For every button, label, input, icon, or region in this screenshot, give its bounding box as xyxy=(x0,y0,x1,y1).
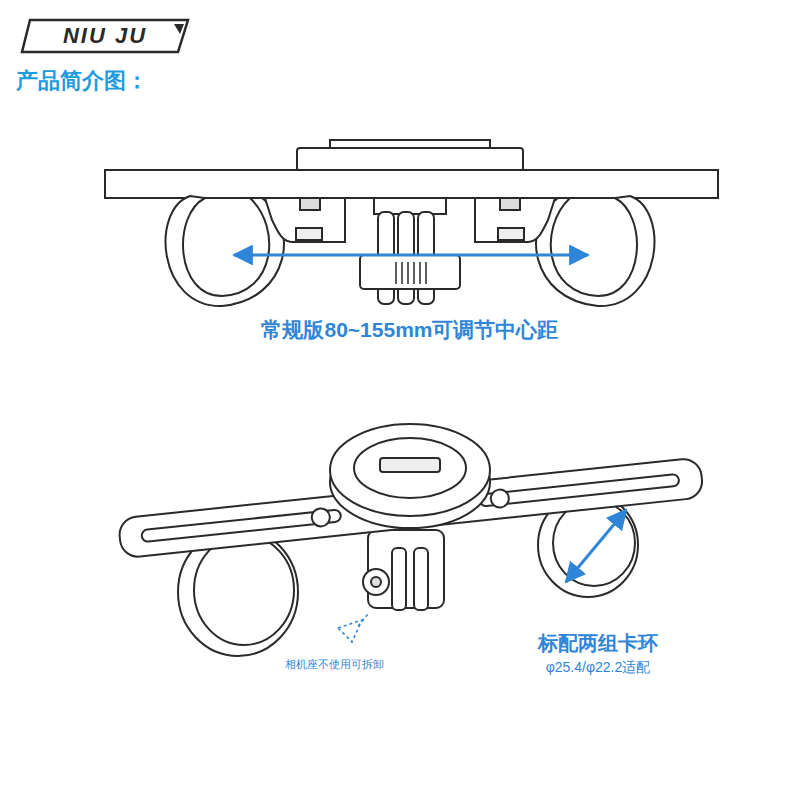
prong xyxy=(392,548,406,610)
screw xyxy=(490,489,510,509)
logo-outline xyxy=(22,20,188,52)
slot xyxy=(141,509,341,542)
screw xyxy=(300,198,320,210)
front-view xyxy=(105,140,718,306)
arm-plate xyxy=(105,170,718,198)
screw xyxy=(500,198,520,210)
logo-box: NIU JU xyxy=(20,18,190,54)
screw-socket xyxy=(371,577,381,587)
mount-top xyxy=(330,424,490,516)
right-clamp xyxy=(475,196,654,306)
spacing-label: 常规版80~155mm可调节中心距 xyxy=(259,316,560,344)
camera-mount xyxy=(360,198,460,304)
slot xyxy=(479,474,679,507)
clamp-ring-inner xyxy=(553,500,635,586)
nut xyxy=(296,228,322,240)
logo-mark xyxy=(174,24,184,34)
top-block xyxy=(297,148,523,171)
spacing-arrow xyxy=(234,254,588,257)
mount-recess xyxy=(354,438,466,498)
screw xyxy=(311,507,331,527)
note-label: 相机座不使用可拆卸 xyxy=(283,657,386,672)
clamp-ring xyxy=(166,196,284,306)
thread xyxy=(396,262,426,284)
camera-mount-3d xyxy=(363,530,444,610)
screw-head xyxy=(363,569,389,595)
clamp-label: 标配两组卡环 xyxy=(536,630,660,657)
bolt xyxy=(360,255,460,289)
removable-hint-line xyxy=(358,614,368,626)
clamp-ring xyxy=(536,196,654,306)
center-mount-3d xyxy=(330,424,490,528)
page-title: 产品简介图： xyxy=(16,66,148,96)
removable-hint xyxy=(338,620,362,642)
clamp-bracket xyxy=(265,198,345,242)
diameter-arrow xyxy=(566,510,626,582)
clamp-ring-inner xyxy=(194,535,294,645)
logo-text: NIU JU xyxy=(63,23,147,49)
diameter-label: φ25.4/φ22.2适配 xyxy=(544,659,653,677)
prong xyxy=(414,548,428,610)
nut xyxy=(498,228,524,240)
left-clamp xyxy=(166,196,345,306)
clamp-bracket xyxy=(475,198,555,242)
mount-tab xyxy=(380,458,440,472)
perspective-view xyxy=(118,424,704,656)
